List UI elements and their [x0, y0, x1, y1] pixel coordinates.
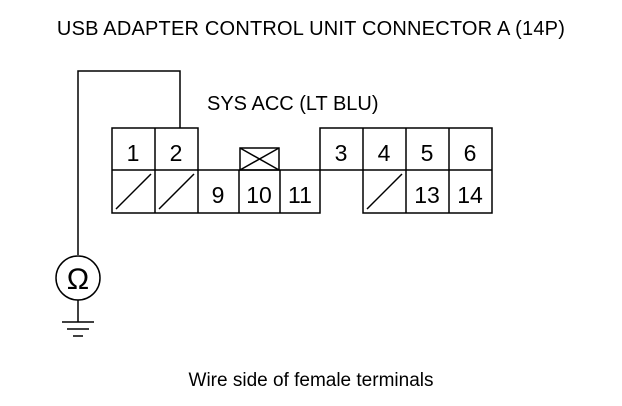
connector-title: USB ADAPTER CONTROL UNIT CONNECTOR A (14… [56, 18, 566, 40]
wire-label: SYS ACC (LT BLU) [207, 93, 379, 115]
terminal-5-label: 5 [421, 140, 434, 166]
terminal-10-label: 10 [246, 182, 272, 208]
terminal-13-label: 13 [414, 182, 440, 208]
ohm-symbol: Ω [67, 263, 89, 296]
unused-terminal-icon [239, 147, 280, 171]
terminal-1-label: 1 [127, 140, 140, 166]
test-lead-wire [77, 70, 181, 255]
view-caption: Wire side of female terminals [188, 370, 434, 391]
terminal-11-label: 11 [288, 182, 312, 208]
terminal-9-label: 9 [212, 182, 225, 208]
connector-right-block [319, 127, 493, 214]
terminal-14-label: 14 [457, 182, 483, 208]
terminal-2-label: 2 [170, 140, 183, 166]
terminal-4-label: 4 [378, 140, 391, 166]
ground-icon [62, 321, 94, 337]
terminal-6-label: 6 [464, 140, 477, 166]
terminal-3-label: 3 [335, 140, 348, 166]
empty-cavity-icon [115, 173, 403, 210]
